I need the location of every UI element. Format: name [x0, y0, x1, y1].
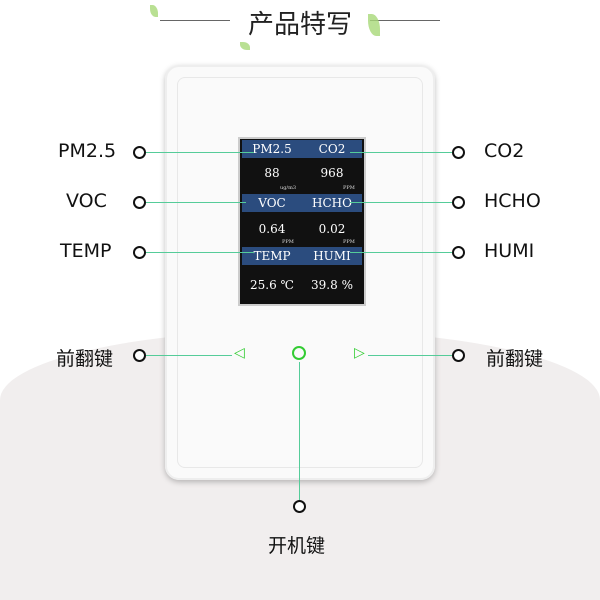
humi-label: HUMI: [313, 249, 351, 263]
callout-line: [146, 152, 254, 153]
page-title: 产品特写: [247, 10, 352, 40]
callout-dot: [133, 349, 146, 362]
callout-left-key: 前翻键: [56, 348, 114, 370]
callout-line: [350, 152, 452, 153]
callout-line: [146, 252, 254, 253]
leaf-decoration: [368, 14, 380, 36]
callout-dot: [133, 246, 146, 259]
callout-humi: HUMI: [484, 240, 535, 262]
co2-unit: PPM: [343, 185, 355, 191]
callout-line: [146, 202, 246, 203]
callout-pm25: PM2.5: [58, 140, 117, 162]
leaf-decoration: [240, 42, 250, 50]
callout-dot: [452, 146, 465, 159]
callout-dot: [133, 146, 146, 159]
callout-temp: TEMP: [60, 240, 112, 262]
hcho-label: HCHO: [312, 196, 352, 210]
hcho-value: 0.02: [318, 222, 346, 236]
callout-dot: [293, 500, 306, 513]
callout-line: [368, 355, 452, 356]
hcho-unit: PPM: [343, 239, 355, 245]
co2-value: 968: [320, 166, 344, 180]
callout-voc: VOC: [66, 190, 107, 212]
callout-dot: [452, 196, 465, 209]
voc-unit: PPM: [282, 239, 294, 245]
page-right-button[interactable]: ▷: [354, 345, 365, 361]
callout-dot: [452, 246, 465, 259]
leaf-decoration: [150, 5, 158, 17]
callout-hcho: HCHO: [484, 190, 541, 212]
callout-dot: [133, 196, 146, 209]
voc-label: VOC: [258, 196, 286, 210]
lcd-screen: PM2.5 CO2 88 968 ug/m3 PPM VOC HCHO 0.64 0.0…: [238, 137, 366, 306]
callout-line: [350, 202, 452, 203]
co2-label: CO2: [318, 142, 346, 156]
page-left-button[interactable]: ◁: [234, 345, 245, 361]
callout-line: [146, 355, 232, 356]
temp-value: 25.6 ℃: [250, 278, 294, 292]
callout-right-key: 前翻键: [486, 348, 544, 370]
callout-line: [299, 362, 300, 500]
voc-value: 0.64: [258, 222, 286, 236]
pm25-unit: ug/m3: [280, 185, 297, 191]
temp-label: TEMP: [253, 249, 291, 263]
callout-co2: CO2: [484, 140, 525, 162]
callout-dot: [452, 349, 465, 362]
title-divider-right: [370, 20, 440, 21]
callout-line: [350, 252, 452, 253]
power-button[interactable]: [292, 346, 306, 360]
humi-value: 39.8 %: [311, 278, 353, 292]
pm25-value: 88: [264, 166, 280, 180]
title-divider-left: [160, 20, 230, 21]
pm25-label: PM2.5: [252, 142, 292, 156]
callout-power-key: 开机键: [268, 535, 326, 557]
